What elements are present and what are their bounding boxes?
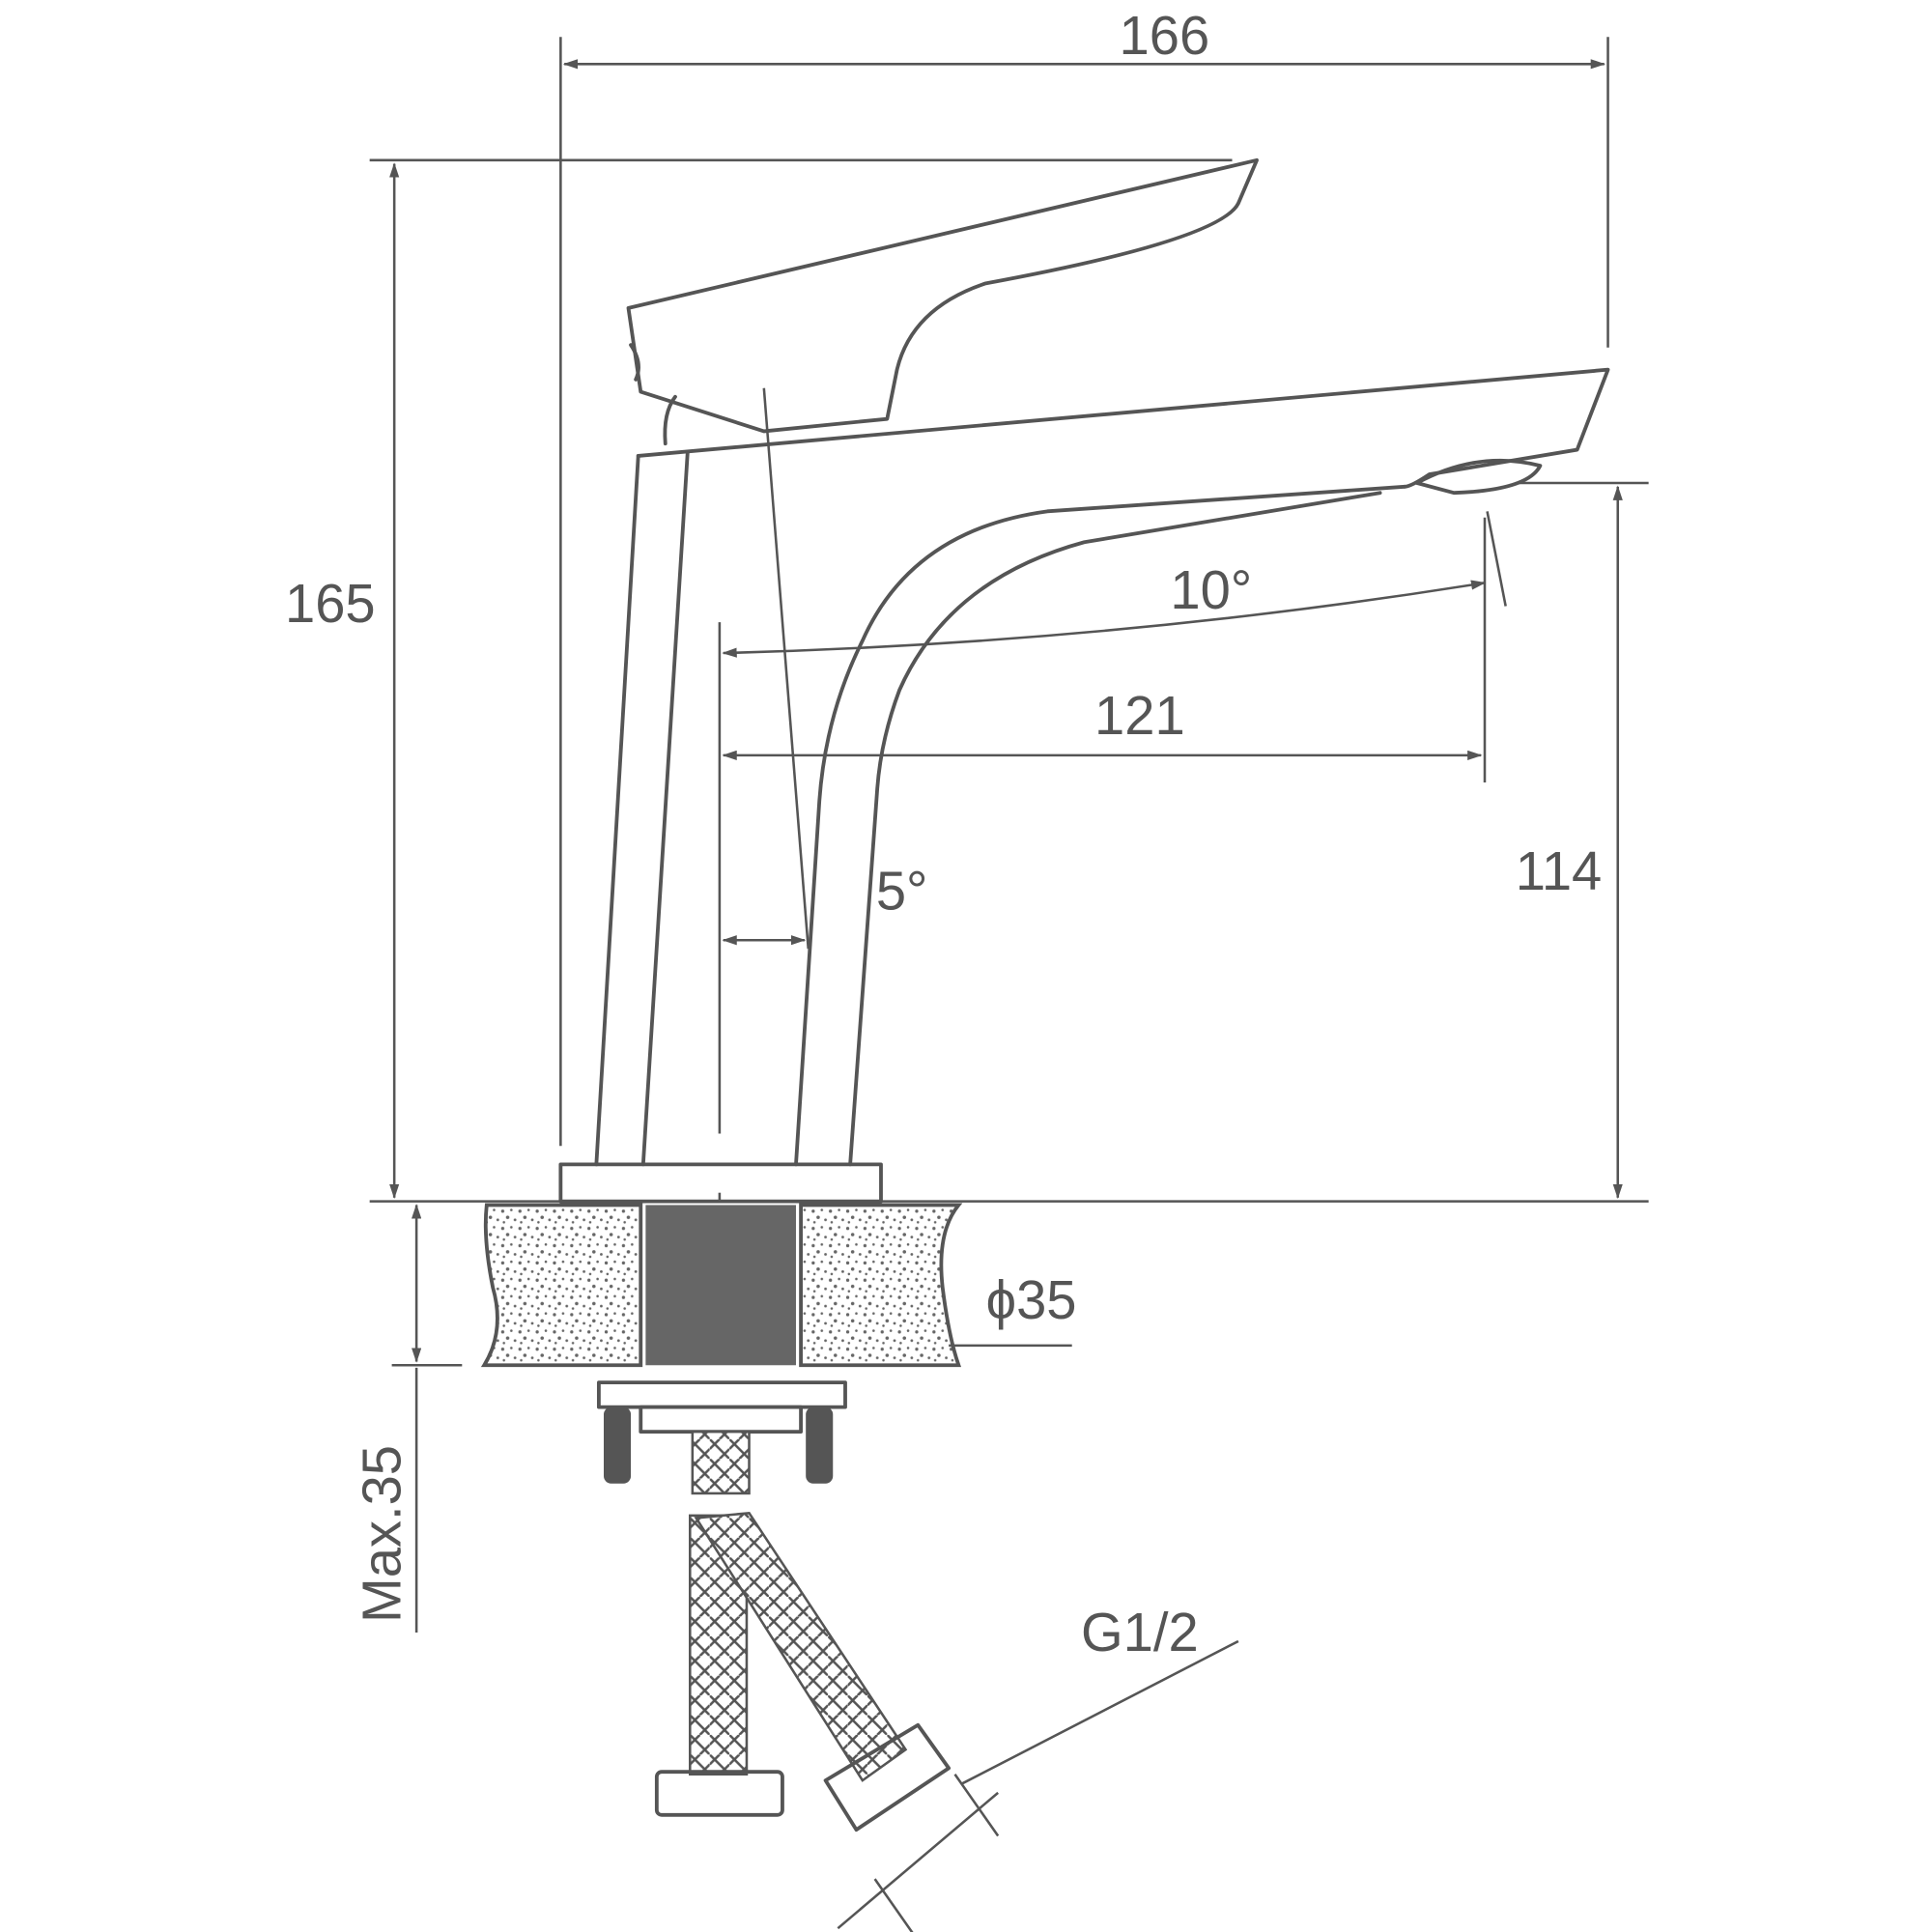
countertop-section: ϕ35 Max.35 (352, 1203, 1077, 1634)
supply-hoses: G1/2 (654, 1511, 1239, 1932)
dimension-width: 166 (559, 5, 1609, 1147)
spout-height-label: 114 (1516, 840, 1602, 901)
max-thickness-label: Max.35 (352, 1445, 412, 1623)
thread-label: G1/2 (1081, 1602, 1199, 1662)
height-label: 165 (285, 573, 376, 634)
mounting-hardware (596, 1380, 847, 1495)
body-angle-label: 5° (876, 860, 928, 921)
reach-label: 121 (1094, 685, 1185, 746)
dimension-spout-height: 114 (1516, 481, 1649, 1200)
faucet-body (558, 367, 1610, 1204)
spout-angle-label: 10° (1170, 559, 1252, 620)
width-label: 166 (1120, 5, 1210, 66)
dimension-height: 165 (285, 158, 1649, 1203)
hole-diameter-label: ϕ35 (986, 1269, 1077, 1330)
dimension-reach: 121 10° 5° (718, 387, 1507, 1202)
faucet-handle (626, 157, 1259, 434)
